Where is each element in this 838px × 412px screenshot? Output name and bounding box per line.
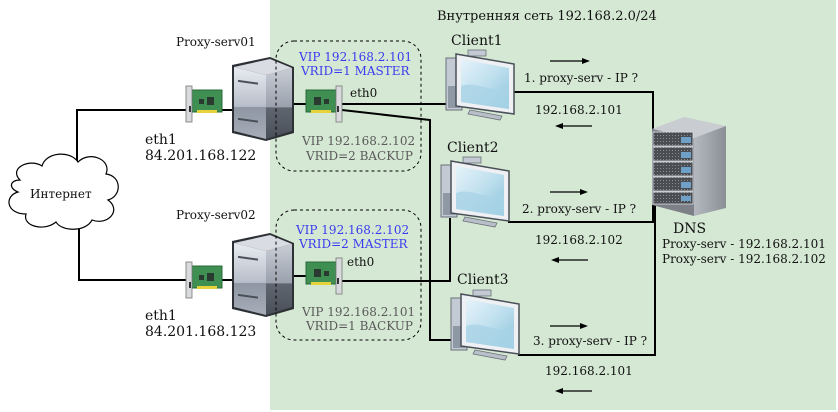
wire-proxy2-client2 — [342, 218, 451, 282]
dns-server: DNS Proxy-serv - 192.168.2.101 Proxy-ser… — [652, 117, 826, 266]
client2-name: Client2 — [447, 140, 499, 156]
arrow-right-icon — [550, 323, 588, 329]
proxy1-external-ip: 84.201.168.122 — [145, 148, 256, 164]
proxy1-master-vrid: VRID=1 MASTER — [300, 64, 411, 78]
nic-icon — [185, 261, 223, 299]
client2-query: 2. proxy-serv - IP ? — [522, 202, 636, 216]
proxy2-name: Proxy-serv02 — [176, 208, 256, 222]
arrow-left-icon — [555, 388, 592, 394]
client1-query: 1. proxy-serv - IP ? — [524, 71, 638, 85]
proxy2-eth0-label: eth0 — [347, 255, 374, 269]
client-3: Client3 3. proxy-serv - IP ? 192.168.2.1… — [450, 272, 647, 394]
arrow-right-icon — [550, 58, 590, 64]
client-2: Client2 2. proxy-serv - IP ? 192.168.2.1… — [440, 140, 636, 263]
vrrp-group-box — [275, 209, 422, 341]
dns-record: Proxy-serv - 192.168.2.101 — [662, 237, 826, 251]
rack-server-icon — [652, 117, 726, 216]
proxy1-eth1-label: eth1 — [145, 132, 177, 148]
dns-record: Proxy-serv - 192.168.2.102 — [662, 252, 826, 266]
proxy1-name: Proxy-serv01 — [176, 35, 256, 49]
proxy-server-2: Proxy-serv02 eth0 VIP 192.168.2.102 VRID… — [145, 208, 422, 341]
proxy1-backup-vrid: VRID=2 BACKUP — [305, 149, 413, 163]
internal-network-zone — [270, 0, 836, 410]
proxy1-eth0-label: eth0 — [350, 86, 377, 100]
client1-name: Client1 — [451, 33, 503, 49]
nic-icon — [185, 85, 223, 123]
proxy1-backup-vip: VIP 192.168.2.102 — [301, 134, 415, 148]
internet-label: Интернет — [30, 187, 92, 201]
wire-client3-dns — [518, 205, 656, 356]
vrrp-group-box — [275, 40, 422, 172]
proxy2-external-ip: 84.201.168.123 — [145, 324, 256, 340]
server-icon — [232, 57, 294, 141]
internal-network-title: Внутренняя сеть 192.168.2.0/24 — [437, 9, 657, 24]
client3-name: Client3 — [457, 272, 509, 288]
client-1: Client1 1. proxy-serv - IP ? 192.168.2.1… — [445, 33, 638, 129]
client3-answer: 192.168.2.101 — [545, 364, 633, 378]
client3-query: 3. proxy-serv - IP ? — [533, 334, 647, 348]
proxy-server-1: Proxy-serv01 eth0 VIP 192.168.2.101 VRID… — [145, 35, 422, 172]
client1-answer: 192.168.2.101 — [535, 103, 623, 117]
wire-proxy1-client3 — [341, 109, 452, 341]
arrow-right-icon — [550, 189, 588, 195]
proxy2-backup-vrid: VRID=1 BACKUP — [305, 319, 413, 333]
dns-label: DNS — [673, 221, 706, 237]
arrow-left-icon — [551, 257, 588, 263]
client2-answer: 192.168.2.102 — [535, 233, 623, 247]
wire-internet-proxy1 — [76, 109, 190, 170]
proxy2-master-vip: VIP 192.168.2.102 — [295, 223, 409, 237]
wire-internet-proxy2 — [78, 228, 190, 281]
proxy2-master-vrid: VRID=2 MASTER — [298, 237, 409, 251]
proxy2-backup-vip: VIP 192.168.2.101 — [301, 305, 415, 319]
server-icon — [232, 233, 294, 317]
arrow-left-icon — [555, 123, 592, 129]
internet-cloud: Интернет — [8, 153, 119, 230]
proxy1-master-vip: VIP 192.168.2.101 — [298, 50, 412, 64]
proxy2-eth1-label: eth1 — [145, 308, 177, 324]
